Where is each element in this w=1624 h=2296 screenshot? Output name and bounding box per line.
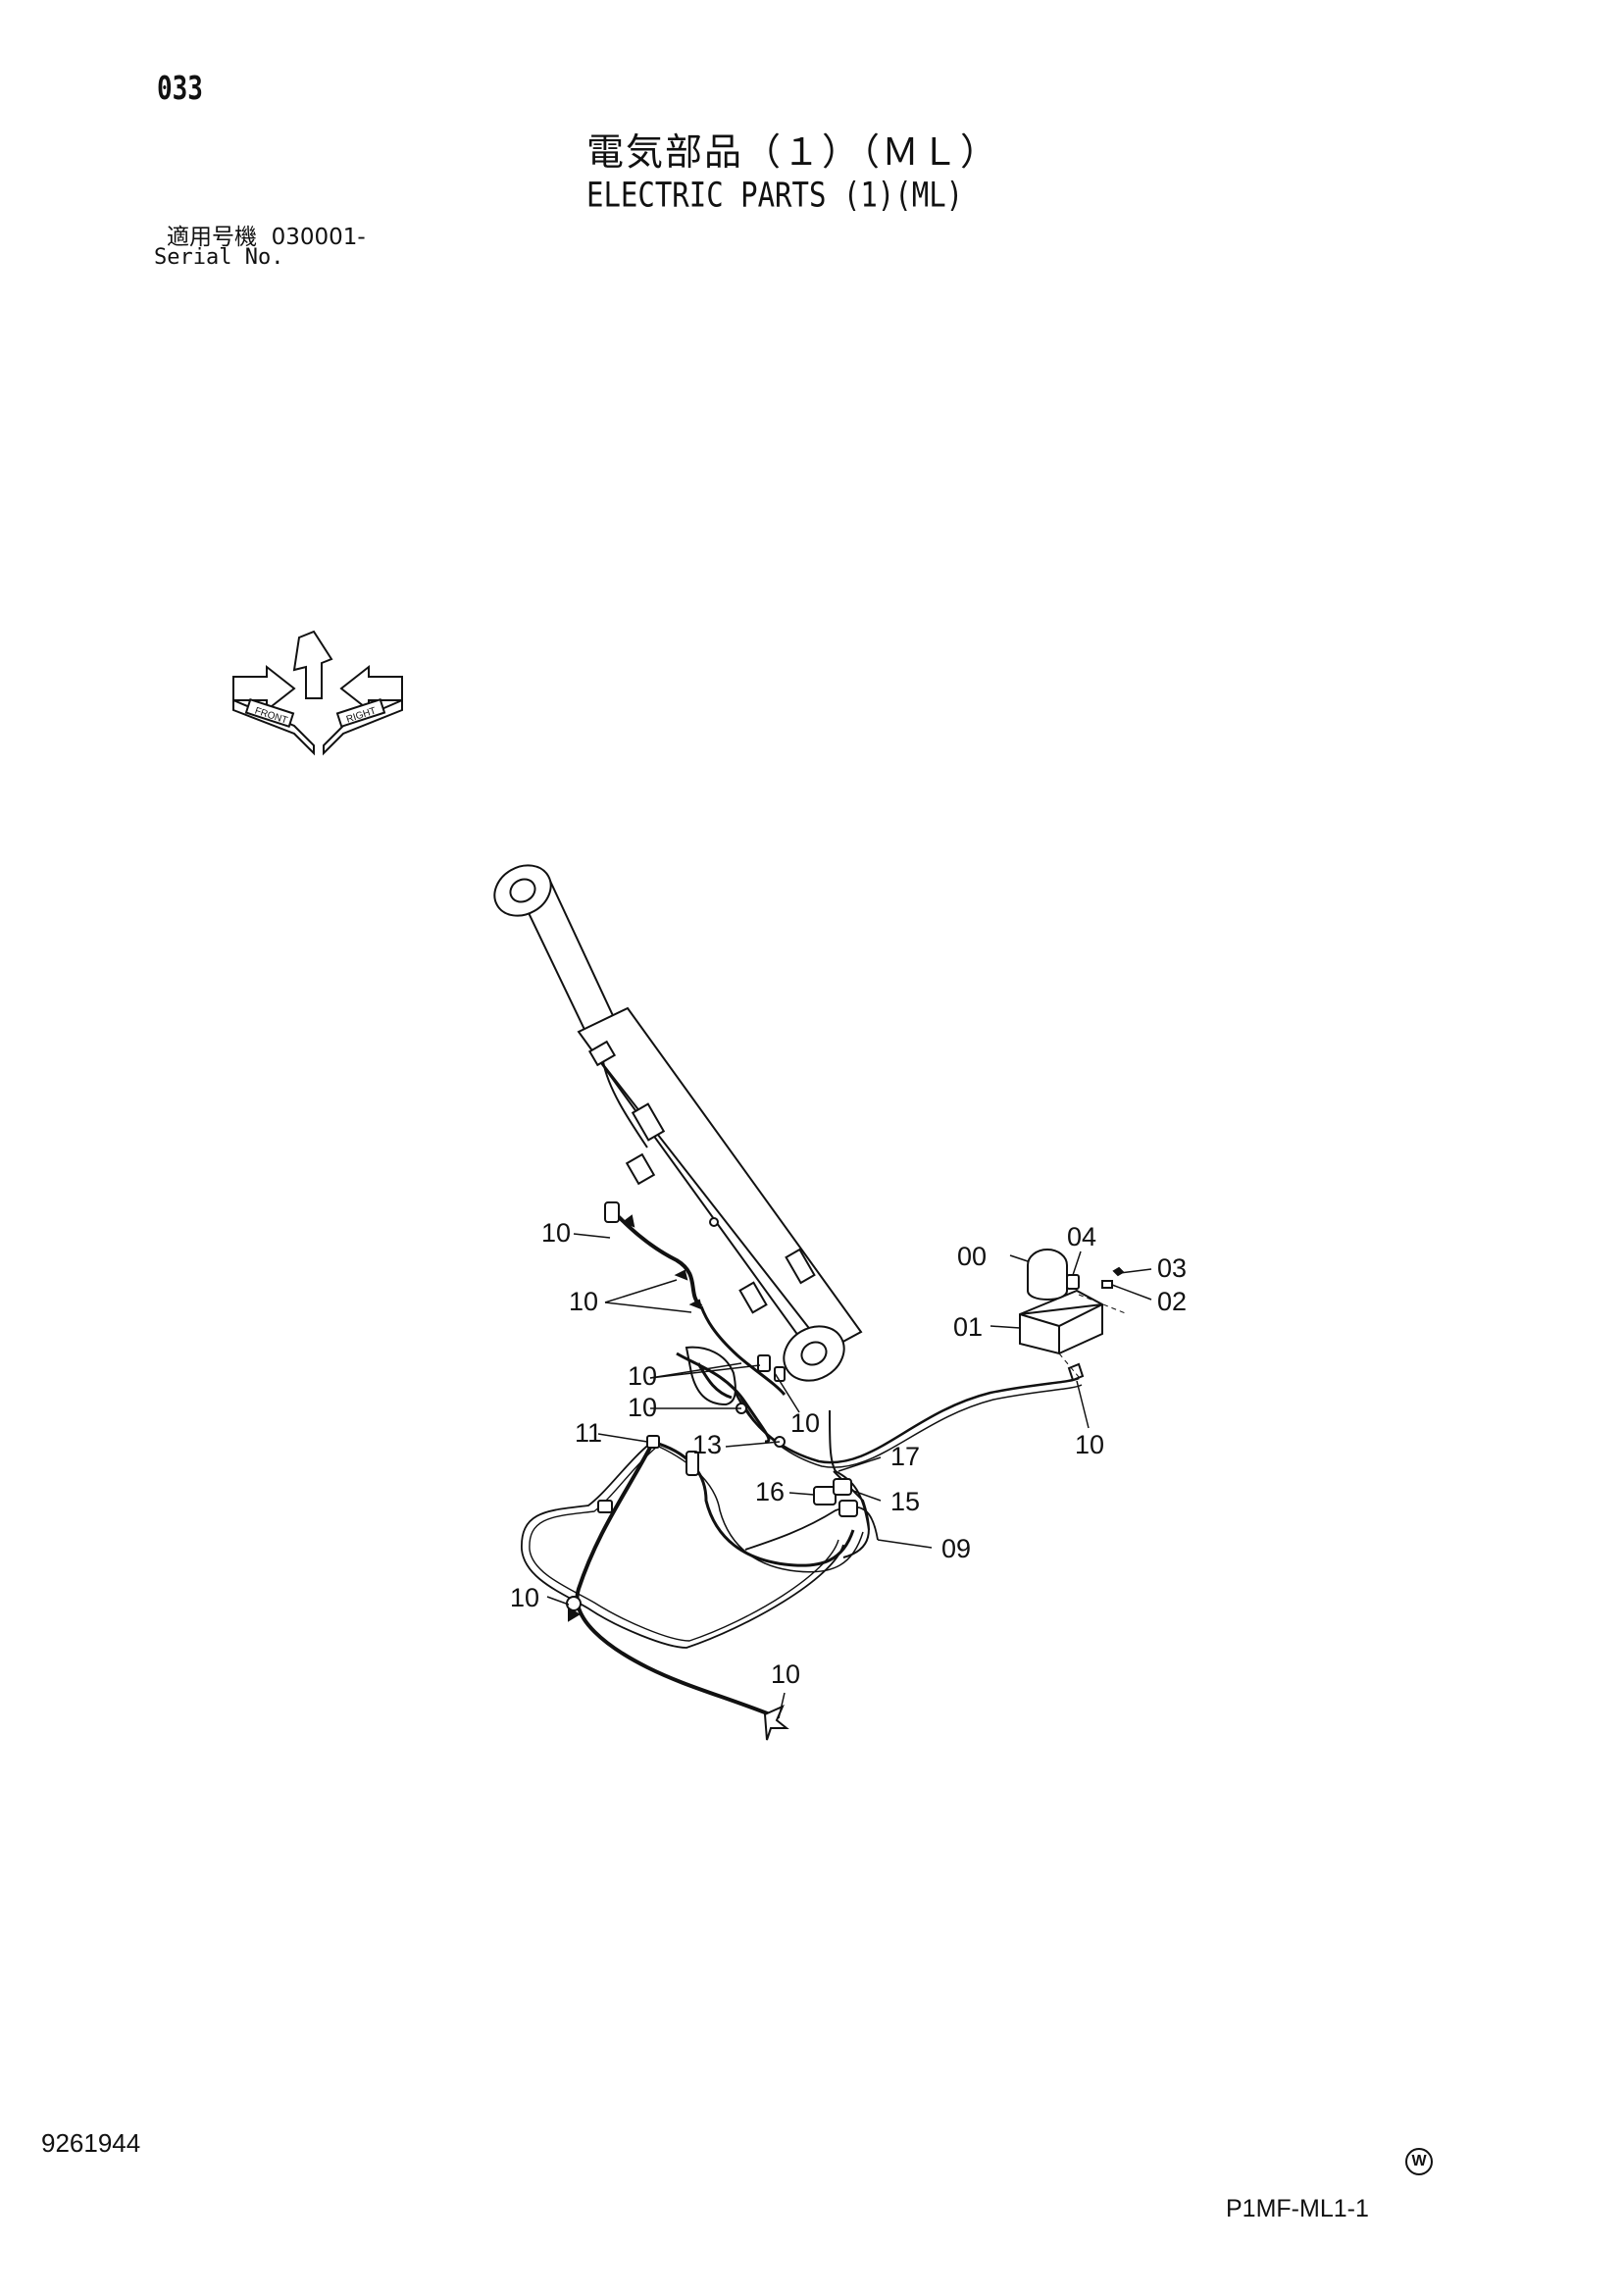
orientation-arrows-icon: FRONT RIGHT <box>232 630 403 756</box>
callout-10-bottom: 10 <box>771 1659 800 1689</box>
callout-10-lower-left: 10 <box>510 1583 539 1612</box>
callout-03: 03 <box>1157 1253 1187 1283</box>
callout-leaders <box>546 1233 1152 1719</box>
w-mark-icon: W <box>1405 2148 1433 2175</box>
callout-00: 00 <box>957 1242 987 1271</box>
boom-cylinder <box>493 864 863 1382</box>
callout-10-left-b: 10 <box>628 1393 657 1422</box>
callout-04: 04 <box>1067 1222 1096 1251</box>
callout-labels: 10 10 10 10 10 11 13 17 16 15 09 10 10 1… <box>510 1218 1187 1689</box>
callout-02: 02 <box>1157 1287 1187 1316</box>
page-title-english: ELECTRIC PARTS (1)(ML) <box>586 175 964 215</box>
callout-10-upper: 10 <box>541 1218 571 1248</box>
callout-13: 13 <box>692 1430 722 1459</box>
callout-09: 09 <box>941 1534 971 1563</box>
page-code: 033 <box>157 71 203 108</box>
serial-label-jp-text: 適用号機 <box>167 225 257 250</box>
callout-11: 11 <box>575 1418 602 1448</box>
callout-15: 15 <box>890 1487 920 1516</box>
callout-16: 16 <box>755 1477 785 1506</box>
callout-01: 01 <box>953 1312 983 1342</box>
callout-10-clamps: 10 <box>569 1287 598 1316</box>
callout-17: 17 <box>890 1442 920 1471</box>
page-reference: P1MF-ML1-1 <box>1226 2195 1369 2222</box>
serial-number-value: 030001- <box>271 225 366 250</box>
page-title-japanese: 電気部品（１）（ＭＬ） <box>586 130 1000 174</box>
serial-label-english: Serial No. <box>154 245 284 270</box>
document-number: 9261944 <box>41 2128 141 2158</box>
callout-10-center: 10 <box>790 1408 820 1438</box>
sensor-assembly <box>1019 1249 1129 1378</box>
callout-10-left-a: 10 <box>628 1361 657 1391</box>
serial-label-japanese: 適用号機 030001- <box>167 218 366 251</box>
callout-10-right: 10 <box>1075 1430 1104 1459</box>
harness-clamps <box>566 1201 1085 1741</box>
